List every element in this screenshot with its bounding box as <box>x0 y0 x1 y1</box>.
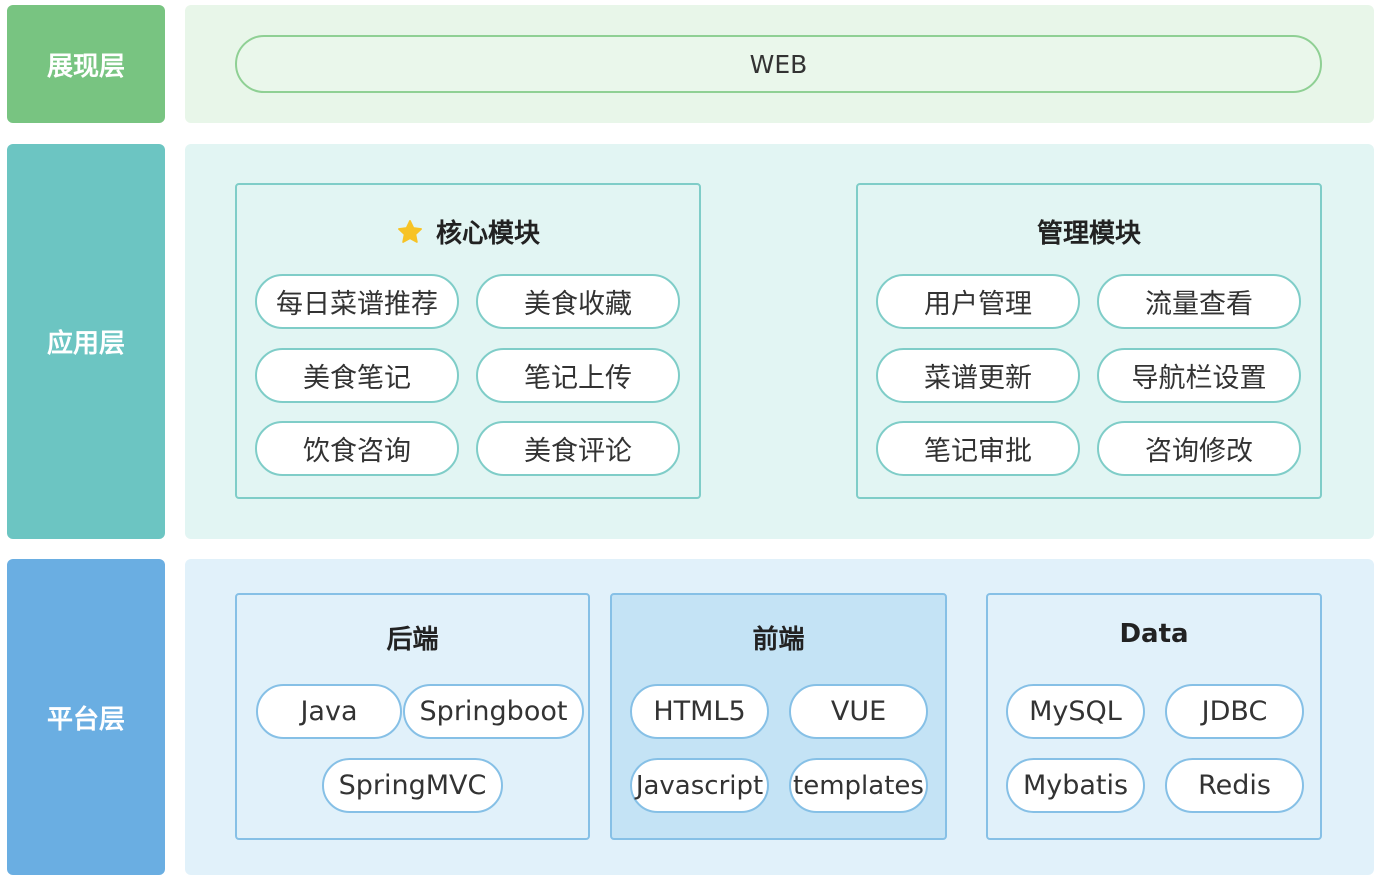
admin-item: 导航栏设置 <box>1097 348 1301 403</box>
admin-module: 管理模块 用户管理 流量查看 菜谱更新 导航栏设置 笔记审批 咨询修改 <box>856 183 1322 499</box>
admin-item: 用户管理 <box>876 274 1080 329</box>
core-item: 美食评论 <box>476 421 680 476</box>
backend-item: Springboot <box>403 684 584 739</box>
admin-item: 咨询修改 <box>1097 421 1301 476</box>
platform-layer-label: 平台层 <box>7 559 165 875</box>
data-item: Redis <box>1165 758 1304 813</box>
core-module-heading: 核心模块 <box>237 213 699 250</box>
presentation-layer-label: 展现层 <box>7 5 165 123</box>
core-module-title: 核心模块 <box>435 219 540 249</box>
data-item: MySQL <box>1006 684 1145 739</box>
data-title: Data <box>1119 619 1189 649</box>
frontend-title: 前端 <box>752 625 805 655</box>
data-item: Mybatis <box>1006 758 1145 813</box>
core-module: 核心模块 每日菜谱推荐 美食收藏 美食笔记 笔记上传 饮食咨询 美食评论 <box>235 183 701 499</box>
star-icon <box>398 219 422 243</box>
admin-item: 笔记审批 <box>876 421 1080 476</box>
core-item: 美食收藏 <box>476 274 680 329</box>
core-item: 饮食咨询 <box>255 421 459 476</box>
backend-item: Java <box>256 684 402 739</box>
data-box: Data MySQL JDBC Mybatis Redis <box>986 593 1322 840</box>
frontend-box: 前端 HTML5 VUE Javascript templates <box>610 593 947 840</box>
core-item: 笔记上传 <box>476 348 680 403</box>
frontend-item: Javascript <box>630 758 769 813</box>
admin-module-title: 管理模块 <box>1036 219 1141 249</box>
backend-item: SpringMVC <box>322 758 503 813</box>
admin-module-heading: 管理模块 <box>858 213 1320 250</box>
frontend-item: templates <box>789 758 928 813</box>
backend-box: 后端 Java Springboot SpringMVC <box>235 593 590 840</box>
application-layer-label: 应用层 <box>7 144 165 539</box>
frontend-item: VUE <box>789 684 928 739</box>
core-item: 美食笔记 <box>255 348 459 403</box>
backend-title: 后端 <box>386 625 439 655</box>
admin-item: 菜谱更新 <box>876 348 1080 403</box>
data-item: JDBC <box>1165 684 1304 739</box>
admin-item: 流量查看 <box>1097 274 1301 329</box>
frontend-item: HTML5 <box>630 684 769 739</box>
web-pill: WEB <box>235 35 1322 93</box>
core-item: 每日菜谱推荐 <box>255 274 459 329</box>
